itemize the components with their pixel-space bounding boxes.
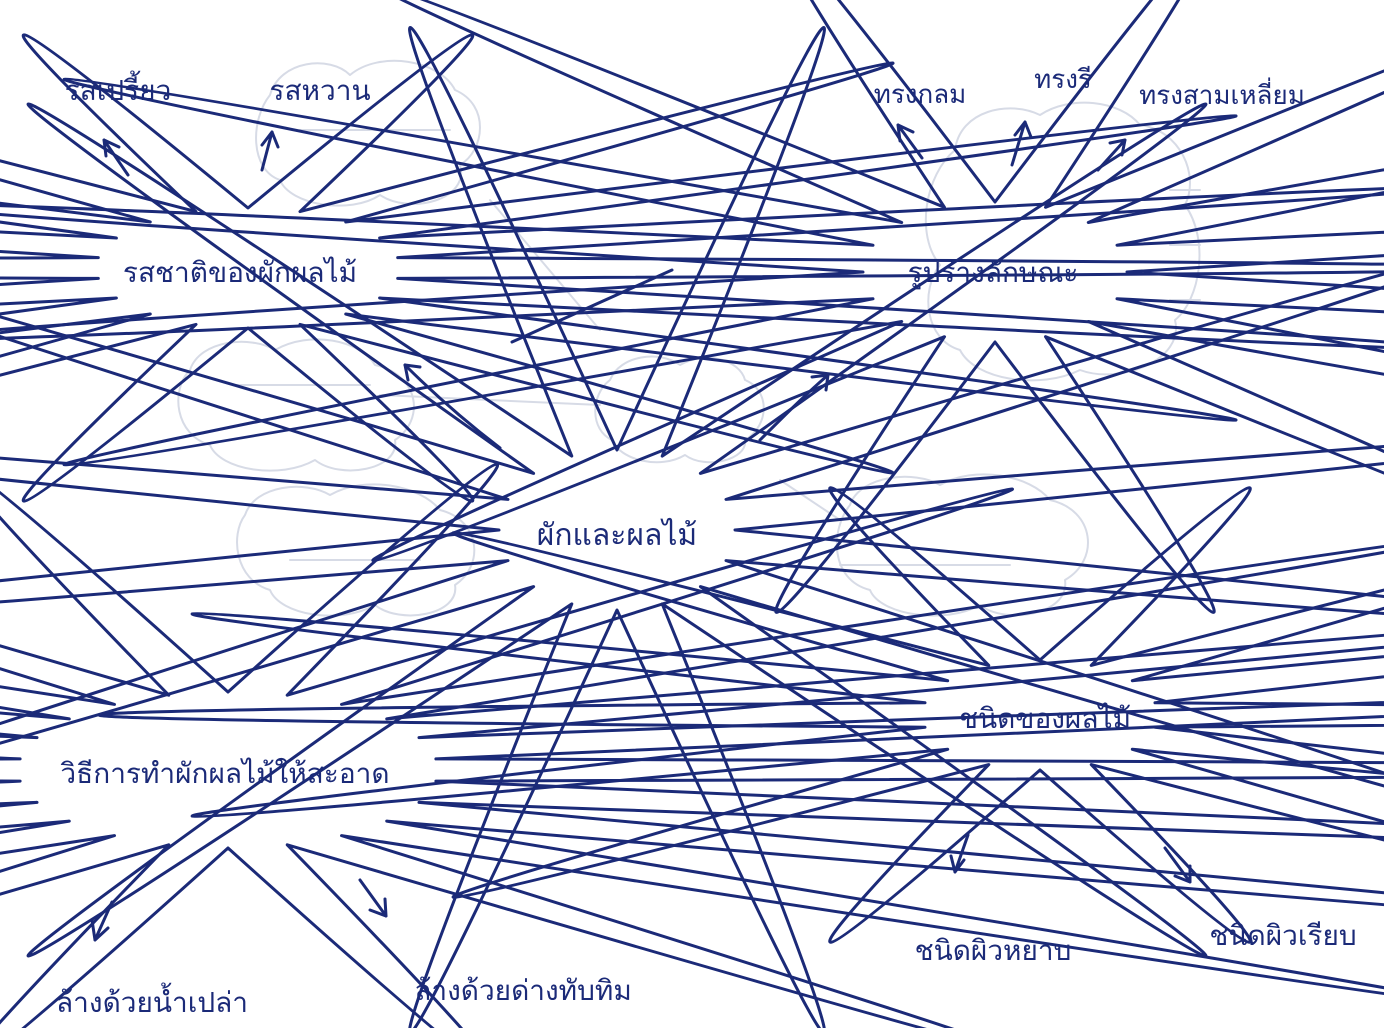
- taste-child-sour: รสเปรี้ยว: [65, 70, 172, 107]
- cleaning-label: วิธีการทำผักผลไม้ให้สะอาด: [60, 757, 389, 790]
- arrow-cleaning-pk: [358, 878, 388, 918]
- shape-child-round: ทรงกลม: [874, 80, 967, 110]
- connector-center-to-taste: [403, 363, 502, 450]
- shape-child-triangle: ทรงสามเหลี่ยม: [1139, 77, 1305, 111]
- shape-label: รูปร่างลักษณะ: [908, 256, 1079, 290]
- cleaning-cloud: [0, 462, 1384, 1028]
- taste-child-sweet: รสหวาน: [269, 74, 370, 107]
- arrow-taste-sour: [102, 138, 130, 177]
- shape-child-oval: ทรงรี: [1034, 65, 1092, 95]
- arrowhead-taste: [403, 363, 422, 382]
- shape-cloud: [0, 0, 1384, 614]
- arrow-shape-oval: [1010, 120, 1033, 167]
- types-cloud: [97, 486, 1384, 944]
- cleaning-child-pk: ล้างด้วยด่างทับทิม: [414, 974, 632, 1007]
- stray-line: [510, 268, 674, 344]
- types-child-smooth: ชนิดผิวเรียบ: [1209, 919, 1356, 952]
- arrow-taste-sweet: [260, 130, 280, 172]
- cleaning-child-water: ล้างด้วยน้ำเปล่า: [56, 982, 248, 1019]
- types-label: ชนิดของผลไม้: [959, 702, 1131, 735]
- types-child-rough: ชนิดผิวหยาบ: [915, 934, 1072, 967]
- center-label: ผักและผลไม้: [537, 517, 697, 553]
- taste-label: รสชาติของผักผลไม้: [123, 256, 357, 289]
